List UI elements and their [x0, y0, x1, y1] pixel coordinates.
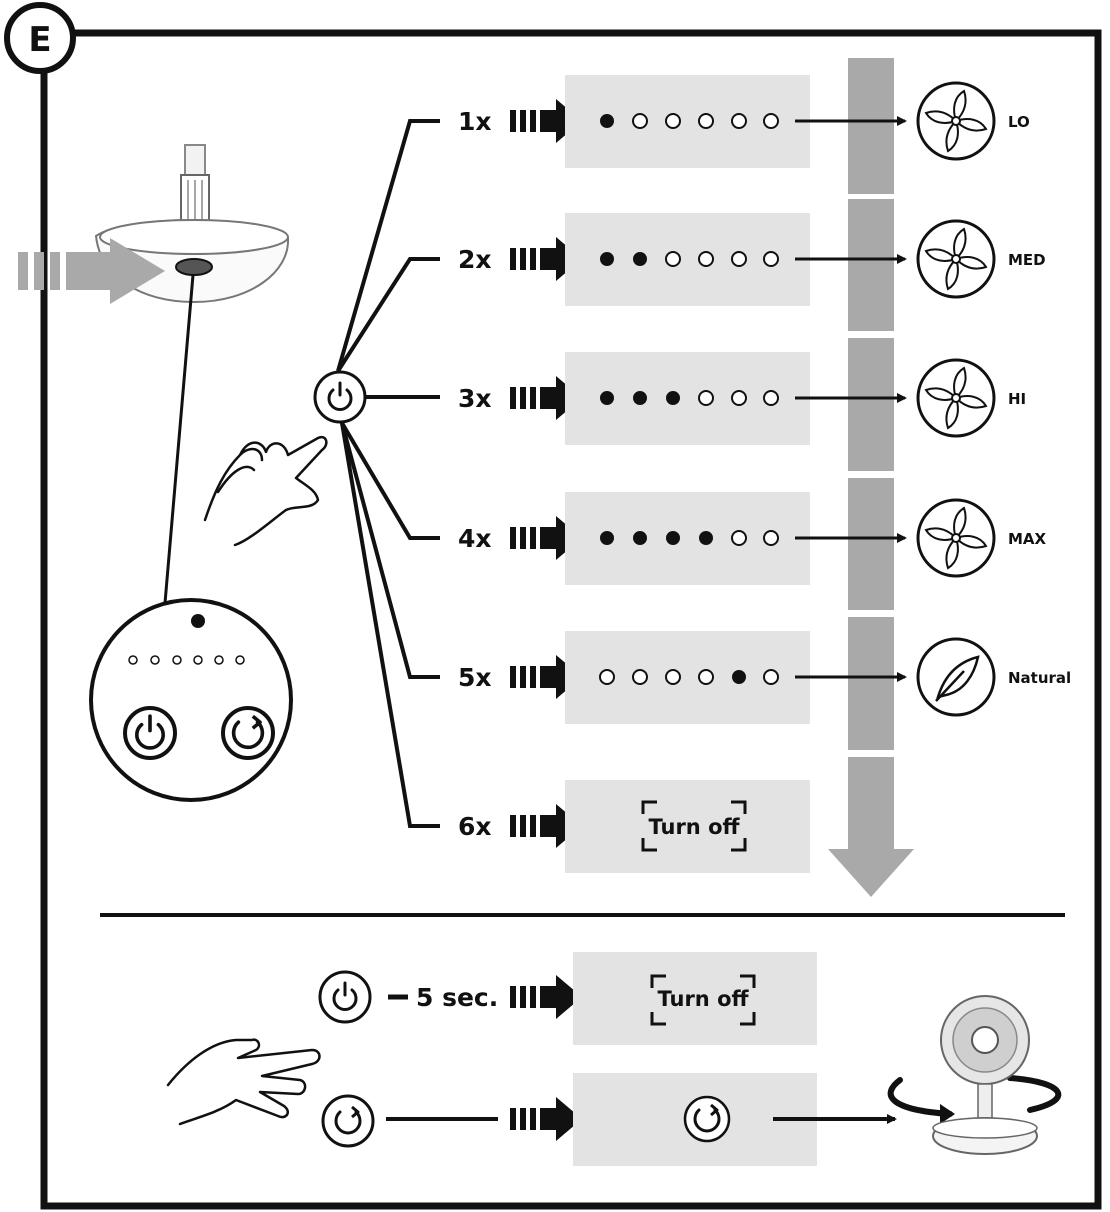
sequence-flow-arrow: [828, 58, 914, 897]
hold-power-button[interactable]: [318, 970, 372, 1024]
fan-base-illustration: [94, 144, 290, 304]
led-off: [665, 113, 681, 129]
led-off: [731, 530, 747, 546]
press-arrow: [510, 804, 582, 848]
led-on: [633, 252, 647, 266]
led-off: [763, 251, 779, 267]
tapping-hand-icon: [203, 435, 328, 547]
sequence-row: 5x Natural: [458, 631, 1071, 724]
led-off: [763, 669, 779, 685]
led-off: [763, 530, 779, 546]
oscillating-fan-illustration: [887, 995, 1062, 1155]
branch-line: [340, 422, 440, 679]
led-on: [732, 670, 746, 684]
fan-icon: [916, 81, 996, 161]
led-off: [665, 251, 681, 267]
led-on: [600, 114, 614, 128]
led-on: [666, 391, 680, 405]
press-count-label: 2x: [458, 245, 492, 274]
sequence-row: 3x HI: [458, 352, 1026, 445]
rotate-direction-arrow: [510, 1097, 582, 1141]
outer-frame: [40, 29, 1102, 1210]
led-off: [599, 669, 615, 685]
led-on: [699, 531, 713, 545]
branch-line: [336, 257, 440, 373]
callout-line: [163, 274, 195, 604]
step-badge: E: [4, 2, 76, 74]
led-off: [731, 390, 747, 406]
led-off: [632, 113, 648, 129]
led-on: [633, 391, 647, 405]
press-arrow: [510, 376, 582, 420]
press-count-label: 1x: [458, 107, 492, 136]
led-off: [763, 113, 779, 129]
sequence-row: 1x LO: [458, 75, 1030, 168]
hold-duration-label: 5 sec.: [416, 983, 498, 1012]
led-off: [632, 669, 648, 685]
step-badge-label: E: [28, 20, 51, 60]
turn-off-bracket: [641, 800, 747, 852]
led-off: [698, 113, 714, 129]
mode-label: MED: [1008, 251, 1046, 269]
led-off: [731, 251, 747, 267]
press-arrow: [510, 99, 582, 143]
led-off: [698, 669, 714, 685]
sequence-row: 4x MAX: [458, 492, 1047, 585]
panel-power-button[interactable]: [123, 706, 177, 760]
fan-icon: [916, 498, 996, 578]
press-sequence: 1x LO 2x MED 3x HI 4x MAX 5x Natural 6x Turn off: [458, 75, 1071, 873]
led-on: [600, 531, 614, 545]
hold-turn-off-label: Turn off: [657, 987, 749, 1011]
panel-led-row: [128, 655, 245, 665]
press-count-label: 6x: [458, 812, 492, 841]
mode-label: HI: [1008, 390, 1026, 408]
led-on: [600, 252, 614, 266]
led-off: [698, 390, 714, 406]
mode-label: Natural: [1008, 669, 1071, 687]
panel-rotate-button[interactable]: [221, 706, 275, 760]
hold-direction-arrow: [510, 975, 582, 1019]
result-panel: [565, 780, 810, 873]
central-power-button[interactable]: [313, 370, 367, 424]
press-arrow: [510, 516, 582, 560]
rotate-row: [321, 1073, 897, 1166]
mode-label: MAX: [1008, 530, 1047, 548]
fan-icon: [916, 219, 996, 299]
indicator-dot: [191, 614, 205, 628]
press-hand-icon: [166, 1038, 321, 1126]
sequence-row: 2x MED: [458, 213, 1046, 306]
branch-lines: [336, 119, 440, 828]
led-on: [600, 391, 614, 405]
branch-line: [336, 119, 440, 372]
led-on: [633, 531, 647, 545]
press-arrow: [510, 237, 582, 281]
mode-label: LO: [1008, 113, 1030, 131]
turn-off-bracket: [650, 974, 756, 1026]
turn-off-label: Turn off: [648, 815, 740, 839]
led-off: [763, 390, 779, 406]
control-panel: [89, 598, 293, 802]
hold-result-panel: [573, 952, 817, 1045]
led-off: [731, 113, 747, 129]
branch-line: [340, 421, 440, 540]
press-count-label: 4x: [458, 524, 492, 553]
hold-power-row: 5 sec. Turn off: [318, 952, 817, 1045]
press-count-label: 5x: [458, 663, 492, 692]
press-count-label: 3x: [458, 384, 492, 413]
press-arrow: [510, 655, 582, 699]
leaf-icon: [916, 637, 996, 717]
press-arrow: [18, 238, 165, 304]
rotate-icon: [683, 1095, 731, 1143]
rotate-button[interactable]: [321, 1094, 375, 1148]
led-off: [665, 669, 681, 685]
branch-line: [340, 422, 440, 828]
sequence-row: 6x Turn off: [458, 780, 810, 873]
led-off: [698, 251, 714, 267]
fan-icon: [916, 358, 996, 438]
led-on: [666, 531, 680, 545]
